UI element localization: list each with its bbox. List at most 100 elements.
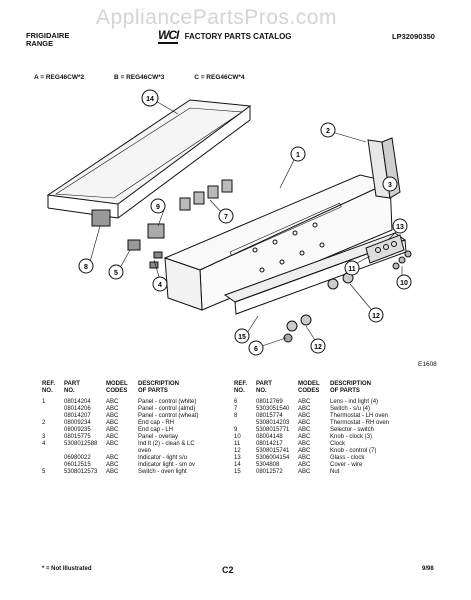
callout-8: 8 [78, 258, 94, 274]
clock-knobs-part [392, 250, 412, 270]
cell-ref: 1 [42, 399, 46, 405]
cell-part: 5308014203 [256, 420, 290, 426]
wire-cover-part [46, 99, 252, 219]
cell-model: ABC [298, 448, 311, 454]
svg-text:14: 14 [146, 96, 154, 103]
cell-model: ABC [298, 413, 311, 419]
cell-ref: 9 [234, 427, 238, 433]
cell-model: ABC [106, 413, 119, 419]
cell-ref: 2 [42, 420, 46, 426]
cell-model: ABC [106, 399, 119, 405]
cell-ref: 5 [42, 469, 46, 475]
svg-text:4: 4 [158, 282, 162, 289]
cell-ref [42, 455, 64, 462]
cell-desc: Lens - ind light (4) [330, 399, 379, 405]
cell-desc: Panel - control (wheat) [138, 413, 199, 419]
cell-part: 08009235 [64, 427, 91, 433]
cell-model: ABC [298, 406, 311, 412]
model-a: A = REG46CW*2 [34, 74, 85, 81]
cell-part: 5308015771 [256, 427, 290, 433]
catalog-number: LP32090350 [392, 32, 435, 41]
callout-10: 10 [396, 274, 412, 290]
callout-3: 3 [382, 176, 398, 192]
cell-ref: 4 [42, 441, 46, 447]
cell-model: ABC [106, 455, 119, 461]
cell-desc: Panel - control (white) [138, 399, 197, 405]
cell-desc: Ind lt (2) - clean & LC [138, 441, 195, 447]
callout-13: 13 [392, 218, 408, 234]
cell-part: 08014204 [64, 399, 91, 405]
svg-text:15: 15 [238, 334, 246, 341]
cell-part: 08012572 [256, 469, 283, 475]
cell-ref [234, 420, 256, 427]
cell-part: 5303051540 [256, 406, 290, 412]
thermostat-part [91, 209, 111, 227]
cell-model: ABC [298, 427, 311, 433]
header-desc: DESCRIPTION OF PARTS [138, 381, 180, 394]
cell-model: ABC [106, 434, 119, 440]
header-ref: REF. NO. [234, 381, 248, 394]
callout-14: 14 [141, 89, 159, 107]
catalog-title-block: WCI FACTORY PARTS CATALOG [158, 28, 292, 44]
callout-4: 4 [152, 276, 168, 292]
cell-desc: End cap - LH [138, 427, 174, 433]
cell-desc: Panel - control (almd) [138, 406, 196, 412]
svg-text:11: 11 [348, 266, 356, 273]
cell-model: ABC [298, 462, 311, 468]
cell-model: ABC [106, 420, 119, 426]
cell-ref: 11 [234, 441, 241, 447]
svg-text:6: 6 [254, 346, 258, 353]
cell-part: 5304808 [256, 462, 280, 468]
cell-ref: 14 [234, 462, 241, 468]
cell-desc: Cover - wire [330, 462, 363, 468]
table-row: 9 5308015771 ABC Selector - switch [234, 427, 422, 434]
cell-part: 06980022 [64, 455, 91, 461]
cell-desc: Thermostat - LH oven [330, 413, 389, 419]
cell-part: 08014217 [256, 441, 283, 447]
cell-model: ABC [106, 427, 119, 433]
cell-model: ABC [298, 434, 311, 440]
svg-text:12: 12 [314, 344, 322, 351]
svg-text:5: 5 [114, 270, 118, 277]
svg-text:7: 7 [224, 214, 228, 221]
callout-11: 11 [344, 260, 360, 276]
footnote: * = Not Illustrated [42, 566, 92, 572]
cell-part: 08015774 [256, 413, 283, 419]
surface-switches-part [179, 179, 233, 211]
cell-desc: Selector - switch [330, 427, 375, 433]
cell-part: 08004148 [256, 434, 283, 440]
table-row: oven [42, 448, 230, 455]
cell-part: 08014206 [64, 406, 91, 412]
header-desc: DESCRIPTION OF PARTS [330, 381, 372, 394]
header-model: MODEL CODES [298, 381, 320, 394]
cell-ref [42, 448, 64, 455]
cell-model [106, 448, 138, 455]
header-part: PART NO. [256, 381, 272, 394]
watermark-text: AppliancePartsPros.com [96, 6, 337, 29]
wci-logo-icon: WCI [158, 28, 179, 44]
callout-6: 6 [248, 340, 264, 356]
cell-ref [42, 427, 64, 434]
header-part: PART NO. [64, 381, 80, 394]
cell-desc: Indicator light - sm ov [138, 462, 196, 468]
cell-desc: Glass - clock [330, 455, 365, 461]
table-row: 08009235 ABC End cap - LH [42, 427, 230, 434]
svg-text:8: 8 [84, 264, 88, 271]
cell-ref: 3 [42, 434, 46, 440]
control-panel-part [163, 174, 393, 311]
cell-ref: 13 [234, 455, 241, 461]
cell-desc: End cap - RH [138, 420, 175, 426]
model-b: B = REG46CW*3 [113, 74, 165, 81]
brand-name: FRIGIDAIRE [26, 31, 70, 40]
revision-date: 9/98 [422, 566, 434, 572]
cell-desc: Thermostat - RH oven [330, 420, 390, 426]
page-number: C2 [222, 565, 234, 575]
cell-model: ABC [106, 469, 119, 475]
model-legend: A = REG46CW*2 B = REG46CW*3 C = REG46CW*… [34, 74, 273, 81]
callout-7: 7 [218, 208, 234, 224]
